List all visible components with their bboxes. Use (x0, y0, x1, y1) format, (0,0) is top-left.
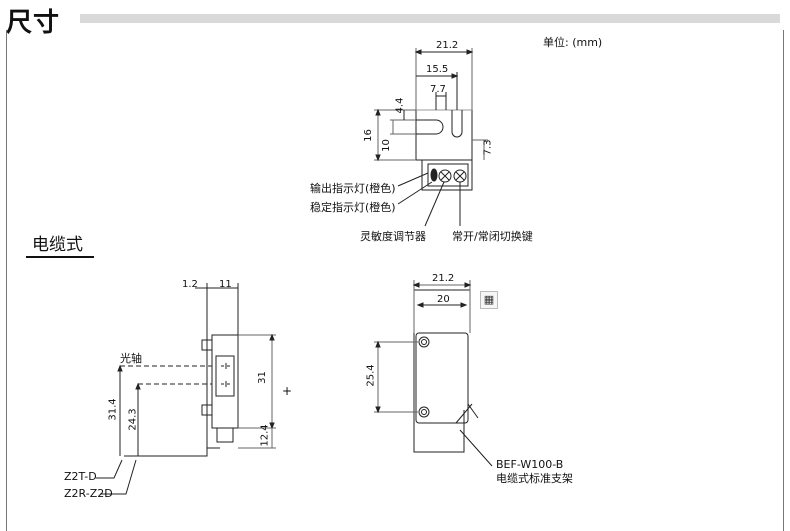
unit-label: 单位: (mm) (543, 36, 603, 49)
front-dim-hole-pitch: 25.4 (365, 364, 377, 387)
bracket-name-label: 电缆式标准支架 (496, 472, 573, 485)
top-dim-top-gap: 4.4 (394, 97, 406, 114)
model-z2r-label: Z2R-Z2D (64, 487, 113, 500)
frame-left-border (6, 30, 7, 531)
plus-icon: + (282, 384, 293, 398)
sensitivity-adjuster-label: 灵敏度调节器 (360, 230, 426, 243)
output-indicator-label: 输出指示灯(橙色) (310, 182, 396, 195)
side-view-drawing (96, 283, 276, 495)
section-title: 电缆式 (32, 235, 83, 255)
top-dim-height: 16 (362, 129, 374, 142)
top-dim-slot-pos: 7.7 (430, 84, 446, 95)
top-dim-right: 7.3 (482, 139, 494, 156)
top-dim-slot-height: 10 (380, 139, 392, 152)
title-bar (80, 14, 780, 23)
side-dim-axis-1: 31.4 (107, 398, 119, 421)
optical-axis-label: 光轴 (120, 352, 142, 365)
top-dim-width: 21.2 (436, 40, 459, 51)
mode-switch-label: 常开/常闭切换键 (452, 230, 533, 243)
side-dim-thickness: 1.2 (182, 279, 198, 290)
side-dim-body-height: 31 (256, 371, 268, 384)
section-underline (26, 256, 94, 258)
side-dim-width: 11 (219, 279, 232, 290)
front-dim-width: 21.2 (432, 273, 455, 284)
top-dim-slot-offset: 15.5 (426, 64, 449, 75)
stable-indicator-label: 稳定指示灯(橙色) (310, 201, 396, 214)
frame-right-border (783, 30, 784, 531)
top-view-drawing (374, 48, 488, 227)
calculator-icon[interactable]: ▦ (480, 291, 498, 309)
side-dim-axis-2: 24.3 (127, 408, 139, 431)
front-view-drawing (374, 280, 493, 467)
side-dim-base: 12.4 (259, 424, 271, 447)
page-title: 尺寸 (6, 8, 61, 38)
model-z2t-label: Z2T-D (64, 470, 97, 483)
bracket-model-label: BEF-W100-B (496, 458, 564, 471)
front-dim-inner-width: 20 (437, 294, 450, 305)
